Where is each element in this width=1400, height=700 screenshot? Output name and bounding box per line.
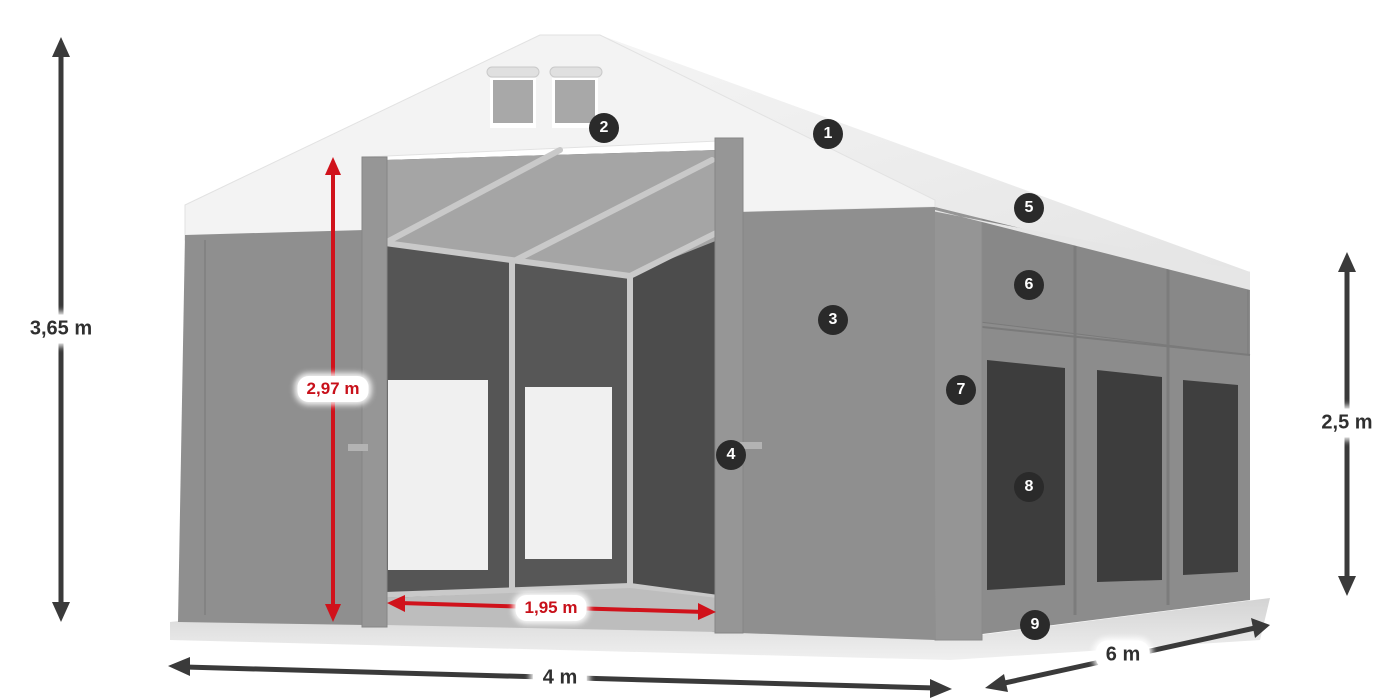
marker-entrance-curtain[interactable]: 4 <box>716 440 746 470</box>
arrow-head-down <box>325 604 341 622</box>
arrow-head-up <box>1338 252 1356 272</box>
arrow-head-right <box>1251 618 1270 638</box>
marker-wall-post-cover[interactable]: 7 <box>946 375 976 405</box>
entrance-curtain-right <box>714 137 744 634</box>
gable-vent-windows <box>486 66 603 128</box>
arrow-head-right <box>698 603 716 620</box>
marker-gable-wall[interactable]: 3 <box>818 305 848 335</box>
marker-side-window[interactable]: 8 <box>1014 472 1044 502</box>
corner-post-cover <box>931 206 983 641</box>
marker-roof-eave[interactable]: 5 <box>1014 193 1044 223</box>
arrow-head-up <box>52 37 70 57</box>
side-window <box>1097 370 1162 582</box>
arrow-head-down <box>52 602 70 622</box>
entrance-width-label: 1,95 m <box>515 595 587 621</box>
interior-window <box>525 387 612 559</box>
interior-ceiling <box>385 150 718 275</box>
interior-side-wall <box>630 240 718 598</box>
marker-gable-vent-windows[interactable]: 2 <box>589 113 619 143</box>
side-window <box>1183 380 1238 575</box>
arrow-head-right <box>930 679 952 698</box>
marker-roof[interactable]: 1 <box>813 119 843 149</box>
interior-window <box>388 380 488 570</box>
arrow-head-down <box>1338 576 1356 596</box>
front-wall-left <box>178 230 365 625</box>
arrow-head-up <box>325 157 341 175</box>
width-label: 4 m <box>532 663 588 693</box>
entrance-height-label: 2,97 m <box>297 376 369 402</box>
curtain-strap <box>740 442 762 449</box>
arrow-head-left <box>168 657 190 676</box>
side-wall-height-label: 2,5 m <box>1311 408 1383 438</box>
marker-ground-skirt[interactable]: 9 <box>1020 610 1050 640</box>
arrow-head-left <box>985 674 1008 692</box>
arrow-head-left <box>387 595 405 612</box>
total-height-label: 3,65 m <box>19 314 103 344</box>
curtain-strap <box>348 444 368 451</box>
length-label: 6 m <box>1095 640 1151 670</box>
marker-upper-side-panel[interactable]: 6 <box>1014 270 1044 300</box>
steel-frame <box>382 147 721 601</box>
gable-wall <box>712 207 935 640</box>
